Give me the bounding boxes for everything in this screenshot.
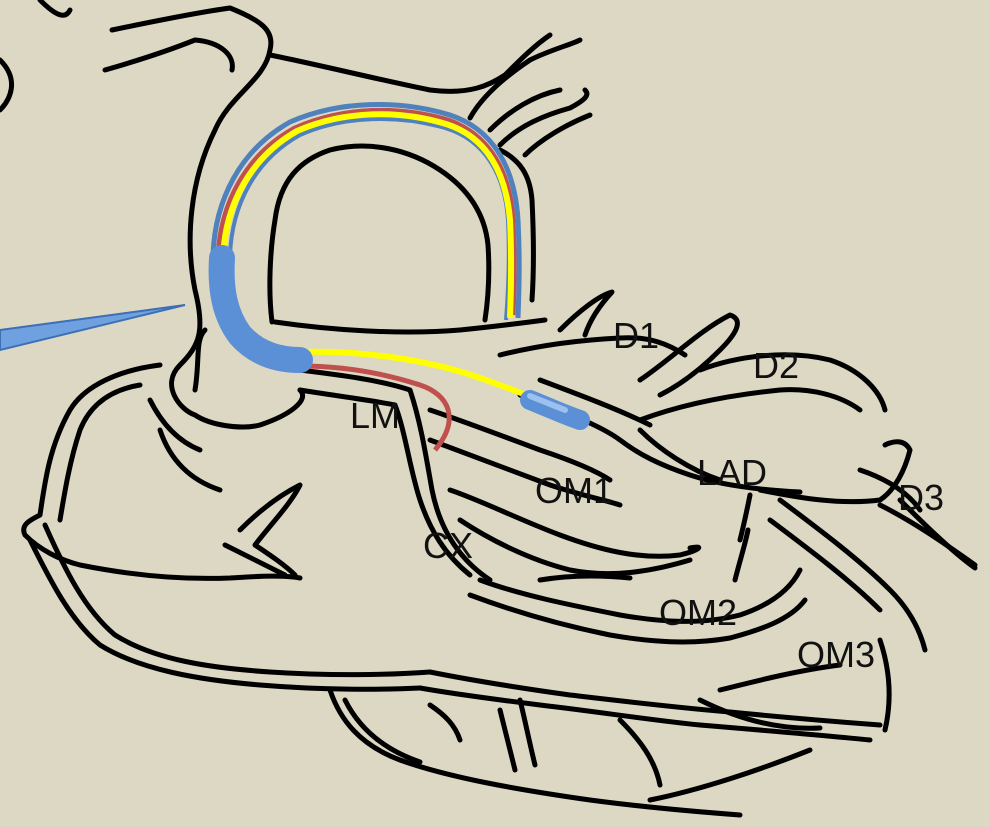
label-d2: D2 — [753, 345, 799, 386]
outer-vessels — [24, 365, 880, 815]
guide-catheter — [222, 258, 300, 360]
label-d3: D3 — [898, 477, 944, 518]
label-om1: OM1 — [535, 470, 613, 511]
label-d1: D1 — [613, 315, 659, 356]
label-cx: CX — [423, 525, 473, 566]
label-om2: OM2 — [659, 592, 737, 633]
label-om3: OM3 — [797, 634, 875, 675]
label-lm: LM — [350, 395, 400, 436]
pointer-arrow — [0, 305, 185, 350]
label-lad: LAD — [697, 452, 767, 493]
